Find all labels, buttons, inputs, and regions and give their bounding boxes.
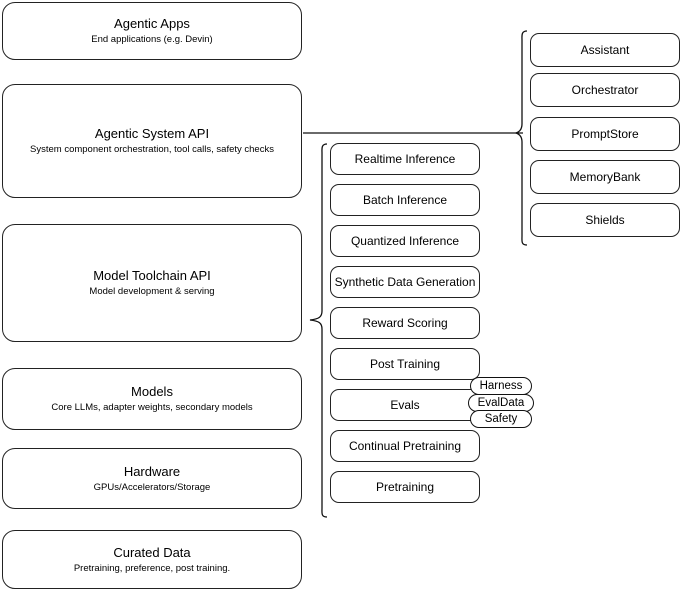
layer-subtitle: Core LLMs, adapter weights, secondary mo… bbox=[51, 402, 253, 413]
layer-box-agentic-apps[interactable]: Agentic Apps End applications (e.g. Devi… bbox=[2, 2, 302, 60]
layer-title: Curated Data bbox=[113, 544, 191, 560]
layer-box-model-toolchain-api[interactable]: Model Toolchain API Model development & … bbox=[2, 224, 302, 342]
layer-title: Hardware bbox=[123, 463, 181, 479]
system-item-assistant[interactable]: Assistant bbox=[530, 33, 680, 67]
toolchain-item-quantized-inference[interactable]: Quantized Inference bbox=[330, 225, 480, 257]
brace-toolchain-column bbox=[309, 143, 328, 518]
eval-pill-safety[interactable]: Safety bbox=[470, 410, 532, 428]
layer-title: Agentic Apps bbox=[114, 16, 190, 31]
layer-subtitle: GPUs/Accelerators/Storage bbox=[93, 481, 211, 493]
system-item-memorybank[interactable]: MemoryBank bbox=[530, 160, 680, 194]
eval-pill-harness[interactable]: Harness bbox=[470, 377, 532, 395]
layer-subtitle: Model development & serving bbox=[89, 286, 215, 297]
brace-system-column bbox=[513, 30, 528, 246]
layer-box-curated-data[interactable]: Curated Data Pretraining, preference, po… bbox=[2, 530, 302, 589]
toolchain-item-synthetic-data-generation[interactable]: Synthetic Data Generation bbox=[330, 266, 480, 298]
system-item-promptstore[interactable]: PromptStore bbox=[530, 117, 680, 151]
layer-box-models[interactable]: Models Core LLMs, adapter weights, secon… bbox=[2, 368, 302, 430]
toolchain-item-batch-inference[interactable]: Batch Inference bbox=[330, 184, 480, 216]
layer-subtitle: System component orchestration, tool cal… bbox=[30, 144, 274, 155]
toolchain-item-post-training[interactable]: Post Training bbox=[330, 348, 480, 380]
toolchain-item-continual-pretraining[interactable]: Continual Pretraining bbox=[330, 430, 480, 462]
layer-subtitle: Pretraining, preference, post training. bbox=[73, 562, 231, 574]
layer-subtitle: End applications (e.g. Devin) bbox=[91, 34, 213, 45]
toolchain-item-pretraining[interactable]: Pretraining bbox=[330, 471, 480, 503]
layer-box-agentic-system-api[interactable]: Agentic System API System component orch… bbox=[2, 84, 302, 198]
system-item-orchestrator[interactable]: Orchestrator bbox=[530, 73, 680, 107]
toolchain-item-reward-scoring[interactable]: Reward Scoring bbox=[330, 307, 480, 339]
toolchain-item-realtime-inference[interactable]: Realtime Inference bbox=[330, 143, 480, 175]
system-item-shields[interactable]: Shields bbox=[530, 203, 680, 237]
layer-title: Agentic System API bbox=[94, 126, 210, 141]
toolchain-item-evals[interactable]: Evals bbox=[330, 389, 480, 421]
layer-title: Model Toolchain API bbox=[93, 268, 211, 283]
layer-box-hardware[interactable]: Hardware GPUs/Accelerators/Storage bbox=[2, 448, 302, 509]
layer-title: Models bbox=[131, 384, 173, 399]
